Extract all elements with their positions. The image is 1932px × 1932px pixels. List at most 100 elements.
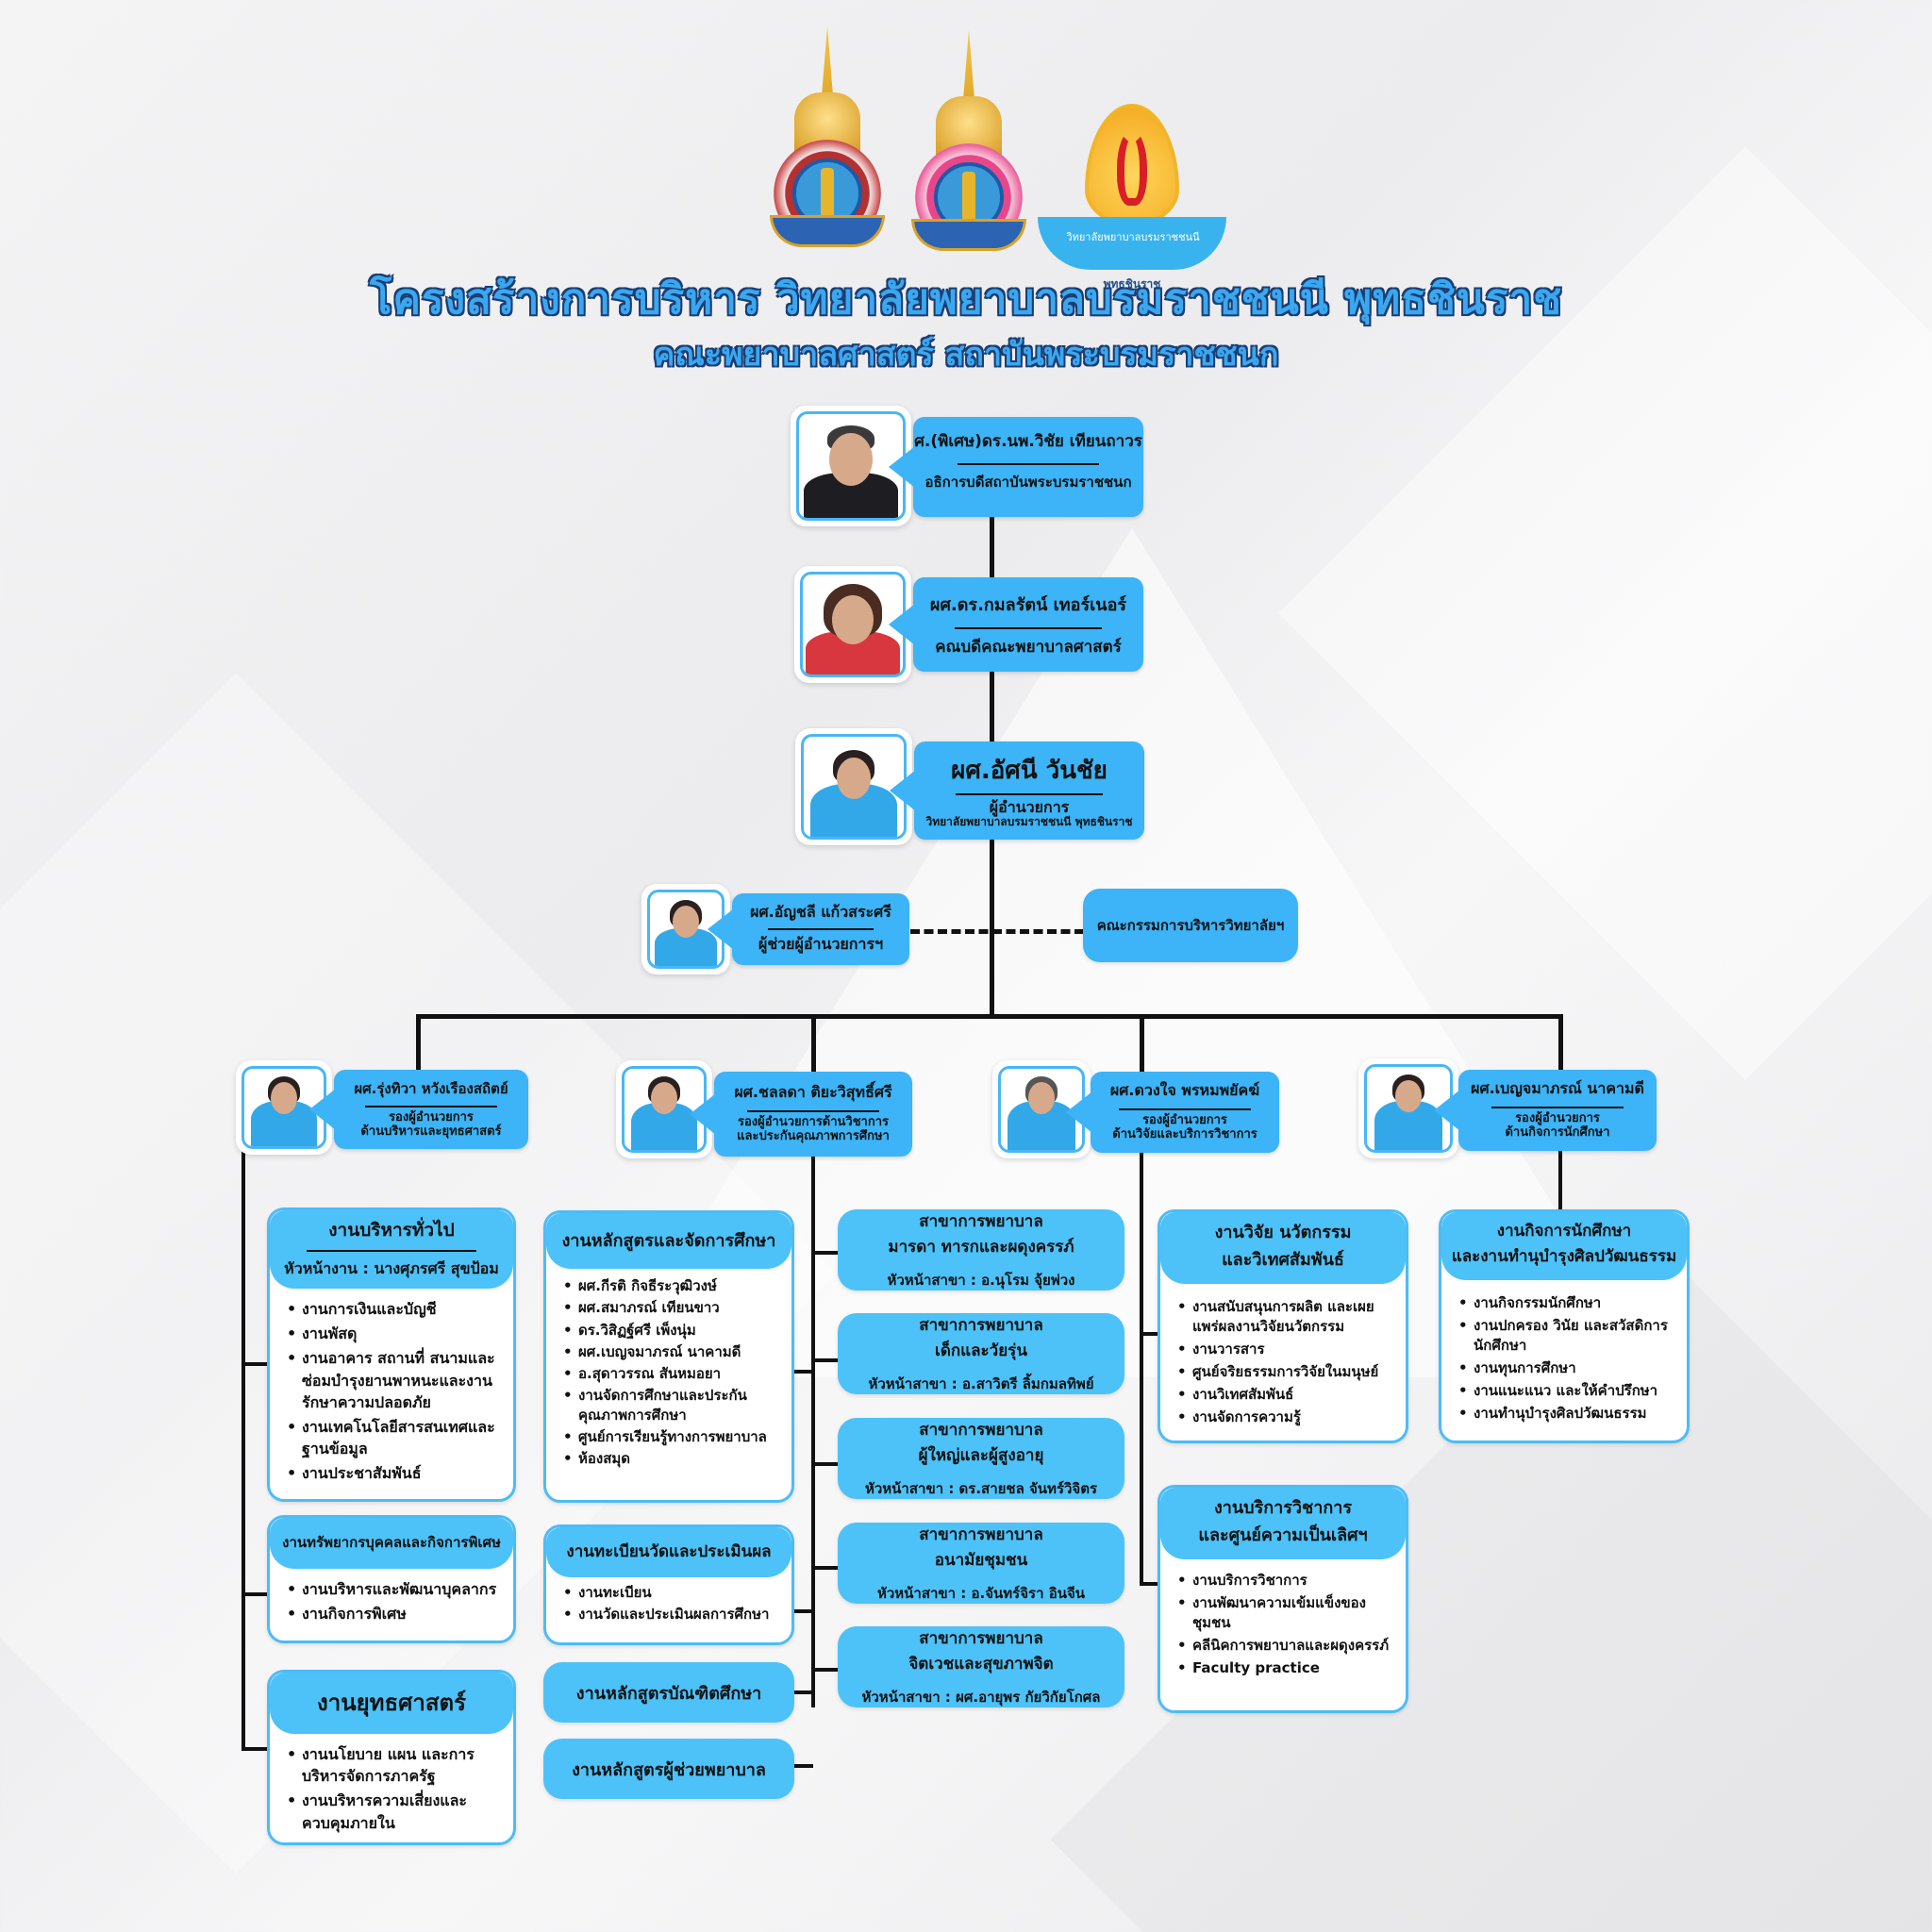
deputy-student-label: ผศ.เบญจมาภรณ์ นาคามดี รองผู้อำนวยการ ด้า… bbox=[1458, 1070, 1657, 1151]
dept-strategy: งานยุทธศาสตร์ งานนโยบาย แผน และการบริหาร… bbox=[267, 1670, 516, 1845]
nursing-dept-adult-elderly-line2: ผู้ใหญ่และผู้สูงอายุ bbox=[918, 1446, 1044, 1465]
deputy-academic-name: ผศ.ชลลดา ติยะวิสุทธิ์ศรี bbox=[734, 1083, 892, 1101]
dept-strategy-list: งานนโยบาย แผน และการบริหารจัดการภาครัฐ ง… bbox=[270, 1734, 513, 1846]
dept-research-innovation-list: งานสนับสนุนการผลิต และเผยแพร่ผลงานวิจัยน… bbox=[1160, 1284, 1406, 1440]
dept-curriculum-header: งานหลักสูตรและจัดการศึกษา bbox=[546, 1213, 791, 1269]
deputy-research-label: ผศ.ดวงใจ พรหมพยัคฆ์ รองผู้อำนวยการ ด้านว… bbox=[1091, 1072, 1279, 1153]
list-item: งานทะเบียน bbox=[561, 1583, 782, 1603]
list-item: งานวัดและประเมินผลการศึกษา bbox=[561, 1605, 782, 1624]
nursing-dept-maternal-line2: มารดา ทารกและผดุงครรภ์ bbox=[888, 1238, 1074, 1257]
dept-graduate-programs-title: งานหลักสูตรบัณฑิตศึกษา bbox=[575, 1683, 762, 1704]
list-item: ผศ.สมาภรณ์ เทียนขาว bbox=[561, 1298, 782, 1318]
connector-col2-vertical bbox=[811, 1151, 815, 1707]
director-org: วิทยาลัยพยาบาลบรมราชชนนี พุทธชินราช bbox=[925, 815, 1133, 829]
connector-col1-branch bbox=[242, 1362, 268, 1366]
dept-general-admin-head: หัวหน้างาน : นางศุภรศรี สุขป้อม bbox=[284, 1259, 499, 1277]
list-item: คลีนิคการพยาบาลและผดุงครรภ์ bbox=[1175, 1636, 1396, 1656]
list-item: งานบริหารความเสี่ยงและควบคุมภายใน bbox=[285, 1790, 504, 1833]
dept-research-innovation-title-1: งานวิจัย นวัตกรรม bbox=[1214, 1223, 1352, 1242]
list-item: งานสนับสนุนการผลิต และเผยแพร่ผลงานวิจัยน… bbox=[1175, 1297, 1396, 1337]
list-item: งานอาคาร สถานที่ สนามและซ่อมบำรุงยานพาหน… bbox=[285, 1347, 504, 1413]
page-subtitle: คณะพยาบาลศาสตร์ สถาบันพระบรมราชชนก bbox=[653, 336, 1279, 374]
connector-drop-4 bbox=[1558, 1014, 1563, 1080]
nursing-dept-adult-elderly: สาขาการพยาบาล ผู้ใหญ่และผู้สูงอายุ หัวหน… bbox=[838, 1418, 1124, 1499]
list-item: งานพัสดุ bbox=[285, 1323, 504, 1344]
dept-student-affairs-title-1: งานกิจการนักศึกษา bbox=[1496, 1222, 1632, 1241]
connector-col1-branch bbox=[242, 1592, 268, 1596]
list-item: ผศ.กีรติ กิจธีระวุฒิวงษ์ bbox=[561, 1276, 782, 1296]
list-item: งานเทคโนโลยีสารสนเทศและฐานข้อมูล bbox=[285, 1416, 504, 1459]
deputy-admin-label: ผศ.รุ่งทิวา หวังเรืองสถิตย์ รองผู้อำนวยก… bbox=[334, 1070, 528, 1149]
dept-hr-special: งานทรัพยากรบุคคลและกิจการพิเศษ งานบริหาร… bbox=[267, 1515, 516, 1643]
director-label: ผศ.อัศนี วันชัย ผู้อำนวยการ วิทยาลัยพยาบ… bbox=[914, 741, 1144, 840]
nursing-dept-adult-elderly-line1: สาขาการพยาบาล bbox=[919, 1421, 1043, 1440]
connector-col2-branch-right bbox=[813, 1462, 838, 1466]
list-item: งานบริการวิชาการ bbox=[1175, 1571, 1396, 1591]
connector-col2-branch-left bbox=[792, 1690, 813, 1694]
deputy-research-role-1: รองผู้อำนวยการ bbox=[1142, 1113, 1227, 1127]
list-item: งานวารสาร bbox=[1175, 1340, 1396, 1359]
dept-curriculum-title: งานหลักสูตรและจัดการศึกษา bbox=[561, 1231, 776, 1251]
nursing-dept-pediatric: สาขาการพยาบาล เด็กและวัยรุ่น หัวหน้าสาขา… bbox=[838, 1313, 1124, 1394]
list-item: งานประชาสัมพันธ์ bbox=[285, 1462, 504, 1484]
page-title: โครงสร้างการบริหาร วิทยาลัยพยาบาลบรมราชช… bbox=[369, 275, 1563, 324]
dept-student-affairs-title-2: และงานทำนุบำรุงศิลปวัฒนธรรม bbox=[1451, 1247, 1677, 1266]
list-item: งานจัดการศึกษาและประกันคุณภาพการศึกษา bbox=[561, 1386, 782, 1424]
dept-hr-special-title: งานทรัพยากรบุคคลและกิจการพิเศษ bbox=[282, 1534, 501, 1551]
nursing-dept-psychiatric-head: หัวหน้าสาขา : ผศ.อายุพร กัยวิกัยโกศล bbox=[861, 1689, 1101, 1706]
dept-nursing-assistant-programs: งานหลักสูตรผู้ช่วยพยาบาล bbox=[543, 1739, 794, 1799]
nursing-dept-maternal-line1: สาขาการพยาบาล bbox=[919, 1212, 1043, 1231]
connector-col4-vertical bbox=[1558, 1149, 1562, 1211]
deputy-admin-name: ผศ.รุ่งทิวา หวังเรืองสถิตย์ bbox=[354, 1080, 508, 1097]
institute-emblem-logo bbox=[766, 26, 889, 262]
list-item: ศูนย์จริยธรรมการวิจัยในมนุษย์ bbox=[1175, 1362, 1396, 1382]
deputy-academic-label: ผศ.ชลลดา ติยะวิสุทธิ์ศรี รองผู้อำนวยการด… bbox=[714, 1072, 912, 1157]
nursing-dept-community-head: หัวหน้าสาขา : อ.จันทร์จิรา อินจีน bbox=[876, 1585, 1086, 1602]
president-photo bbox=[791, 406, 911, 526]
connector-col3-vertical bbox=[1140, 1149, 1143, 1585]
dept-research-innovation-header: งานวิจัย นวัตกรรม และวิเทศสัมพันธ์ bbox=[1160, 1212, 1406, 1284]
dept-general-admin-title: งานบริหารทั่วไป bbox=[328, 1220, 455, 1241]
nursing-dept-psychiatric-line2: จิตเวชและสุขภาพจิต bbox=[908, 1655, 1054, 1674]
deputy-research-photo bbox=[992, 1060, 1091, 1158]
dept-curriculum-list: ผศ.กีรติ กิจธีระวุฒิวงษ์ ผศ.สมาภรณ์ เทีย… bbox=[546, 1269, 791, 1480]
president-name: ศ.(พิเศษ)ดร.นพ.วิชัย เทียนถาวร bbox=[914, 432, 1142, 451]
deputy-student-role-2: ด้านกิจการนักศึกษา bbox=[1505, 1124, 1610, 1140]
list-item: งานการเงินและบัญชี bbox=[285, 1298, 504, 1320]
connector-drop-3 bbox=[1140, 1014, 1144, 1080]
list-item: งานทำนุบำรุงศิลปวัฒนธรรม bbox=[1457, 1404, 1677, 1424]
nursing-dept-maternal: สาขาการพยาบาล มารดา ทารกและผดุงครรภ์ หัว… bbox=[838, 1209, 1124, 1291]
list-item: ห้องสมุด bbox=[561, 1449, 782, 1469]
dept-nursing-assistant-programs-title: งานหลักสูตรผู้ช่วยพยาบาล bbox=[572, 1759, 766, 1780]
connector-col3-branch bbox=[1140, 1332, 1160, 1336]
dean-label: ผศ.ดร.กมลรัตน์ เทอร์เนอร์ คณบดีคณะพยาบาล… bbox=[913, 577, 1143, 672]
connector-col2-branch-left bbox=[792, 1609, 813, 1613]
dept-academic-service-title-2: และศูนย์ความเป็นเลิศฯ bbox=[1198, 1525, 1368, 1545]
connector-col2-branch-right bbox=[813, 1251, 838, 1255]
list-item: งานบริหารและพัฒนาบุคลากร bbox=[285, 1578, 504, 1600]
committee-box: คณะกรรมการบริหารวิทยาลัยฯ bbox=[1083, 889, 1298, 962]
list-item: Faculty practice bbox=[1175, 1658, 1396, 1678]
list-item: ผศ.เบญจมาภรณ์ นาคามดี bbox=[561, 1342, 782, 1362]
assistant-director-label: ผศ.อัญชลี แก้วสระศรี ผู้ช่วยผู้อำนวยการฯ bbox=[732, 893, 909, 965]
nursing-dept-community: สาขาการพยาบาล อนามัยชุมชน หัวหน้าสาขา : … bbox=[838, 1523, 1124, 1604]
dept-academic-service-list: งานบริการวิชาการ งานพัฒนาความเข้มแข็งของ… bbox=[1160, 1559, 1406, 1690]
list-item: งานวิเทศสัมพันธ์ bbox=[1175, 1385, 1396, 1405]
deputy-admin-role-2: ด้านบริหารและยุทธศาสตร์ bbox=[360, 1124, 502, 1139]
connector-col1-branch bbox=[242, 1747, 268, 1751]
dept-hr-special-header: งานทรัพยากรบุคคลและกิจการพิเศษ bbox=[270, 1518, 513, 1569]
dept-general-admin-list: งานการเงินและบัญชี งานพัสดุ งานอาคาร สถา… bbox=[270, 1289, 513, 1497]
dept-registration: งานทะเบียนวัดและประเมินผล งานทะเบียน งาน… bbox=[543, 1524, 794, 1645]
dept-student-affairs-list: งานกิจกรรมนักศึกษา งานปกครอง วินัย และสว… bbox=[1441, 1280, 1687, 1436]
connector-dashed-assistant-committee bbox=[910, 929, 1084, 934]
list-item: งานปกครอง วินัย และสวัสดิการนักศึกษา bbox=[1457, 1316, 1677, 1356]
nursing-dept-community-line2: อนามัยชุมชน bbox=[934, 1551, 1028, 1570]
connector-horizontal-bus bbox=[416, 1014, 1563, 1019]
deputy-academic-role-2: และประกันคุณภาพการศึกษา bbox=[737, 1128, 890, 1143]
dept-student-affairs: งานกิจการนักศึกษา และงานทำนุบำรุงศิลปวัฒ… bbox=[1439, 1209, 1690, 1443]
dept-graduate-programs: งานหลักสูตรบัณฑิตศึกษา bbox=[543, 1662, 794, 1723]
dept-curriculum: งานหลักสูตรและจัดการศึกษา ผศ.กีรติ กิจธี… bbox=[543, 1210, 794, 1503]
list-item: งานแนะแนว และให้คำปรึกษา bbox=[1457, 1381, 1677, 1401]
list-item: งานพัฒนาความเข้มแข็งของชุมชน bbox=[1175, 1593, 1396, 1633]
dept-registration-header: งานทะเบียนวัดและประเมินผล bbox=[546, 1527, 791, 1577]
